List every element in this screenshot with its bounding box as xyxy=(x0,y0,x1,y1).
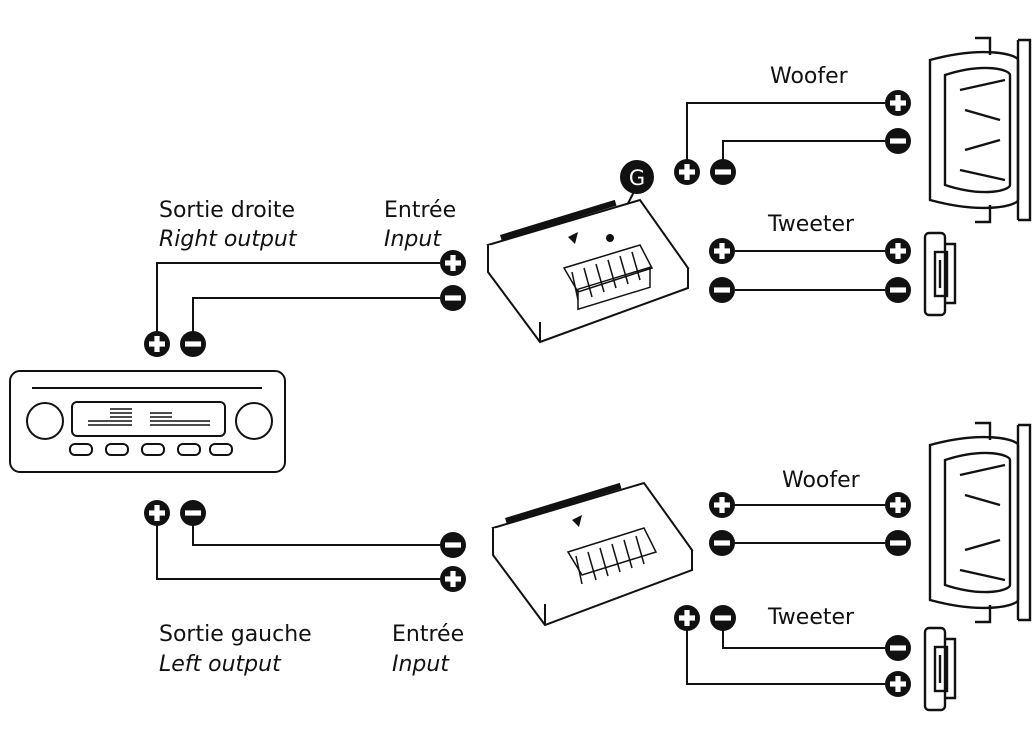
plus-terminal-icon xyxy=(440,566,466,592)
plus-terminal-icon xyxy=(885,238,911,264)
ground-badge-text: G xyxy=(629,166,645,190)
wires xyxy=(156,102,885,685)
wire-top-woofer-negative xyxy=(722,140,885,160)
plus-terminal-icon xyxy=(674,159,700,185)
minus-terminal-icon xyxy=(180,500,206,526)
right-output-label-en: Right output xyxy=(159,227,297,252)
ground-badge: G xyxy=(620,160,654,194)
minus-terminal-icon xyxy=(885,530,911,556)
wire-right-negative xyxy=(192,297,440,332)
wire-right-positive xyxy=(156,262,440,332)
woofer-top-label: Woofer xyxy=(770,64,848,89)
woofer-bottom-icon xyxy=(928,421,1032,624)
minus-terminal-icon xyxy=(885,635,911,661)
minus-terminal-icon xyxy=(180,331,206,357)
input-label-en-bottom: Input xyxy=(392,652,449,677)
plus-terminal-icon xyxy=(885,90,911,116)
car-radio-icon xyxy=(9,370,286,473)
woofer-bottom-label: Woofer xyxy=(782,468,860,493)
input-label-fr-top: Entrée xyxy=(384,198,457,223)
plus-terminal-icon xyxy=(885,671,911,697)
plus-terminal-icon xyxy=(885,492,911,518)
tweeter-bottom-label: Tweeter xyxy=(768,605,855,630)
left-output-label-en: Left output xyxy=(159,652,281,677)
minus-terminal-icon xyxy=(709,530,735,556)
tweeter-top-icon xyxy=(923,231,957,317)
minus-terminal-icon xyxy=(885,277,911,303)
plus-terminal-icon xyxy=(440,250,466,276)
plus-terminal-icon xyxy=(144,331,170,357)
crossover-bottom-icon xyxy=(491,481,694,627)
left-output-label-fr: Sortie gauche xyxy=(159,622,312,647)
crossover-top-icon xyxy=(486,198,690,344)
minus-terminal-icon xyxy=(440,285,466,311)
tweeter-top-label: Tweeter xyxy=(768,212,855,237)
minus-terminal-icon xyxy=(710,605,736,631)
wire-bottom-tweeter-positive xyxy=(686,630,885,685)
wire-left-negative xyxy=(192,525,440,546)
input-label-fr-bottom: Entrée xyxy=(392,622,465,647)
plus-terminal-icon xyxy=(674,605,700,631)
input-label-en-top: Input xyxy=(384,227,441,252)
wire-bottom-tweeter-negative xyxy=(722,630,885,649)
plus-terminal-icon xyxy=(144,500,170,526)
right-output-label-fr: Sortie droite xyxy=(159,198,295,223)
minus-terminal-icon xyxy=(710,159,736,185)
solder-point xyxy=(606,234,614,242)
plus-terminal-icon xyxy=(709,492,735,518)
woofer-top-icon xyxy=(928,36,1032,224)
minus-terminal-icon xyxy=(885,128,911,154)
tweeter-bottom-icon xyxy=(923,626,957,712)
wire-left-positive xyxy=(156,525,440,580)
minus-terminal-icon xyxy=(440,532,466,558)
plus-terminal-icon xyxy=(709,238,735,264)
wire-top-woofer-positive xyxy=(686,102,885,160)
minus-terminal-icon xyxy=(709,277,735,303)
